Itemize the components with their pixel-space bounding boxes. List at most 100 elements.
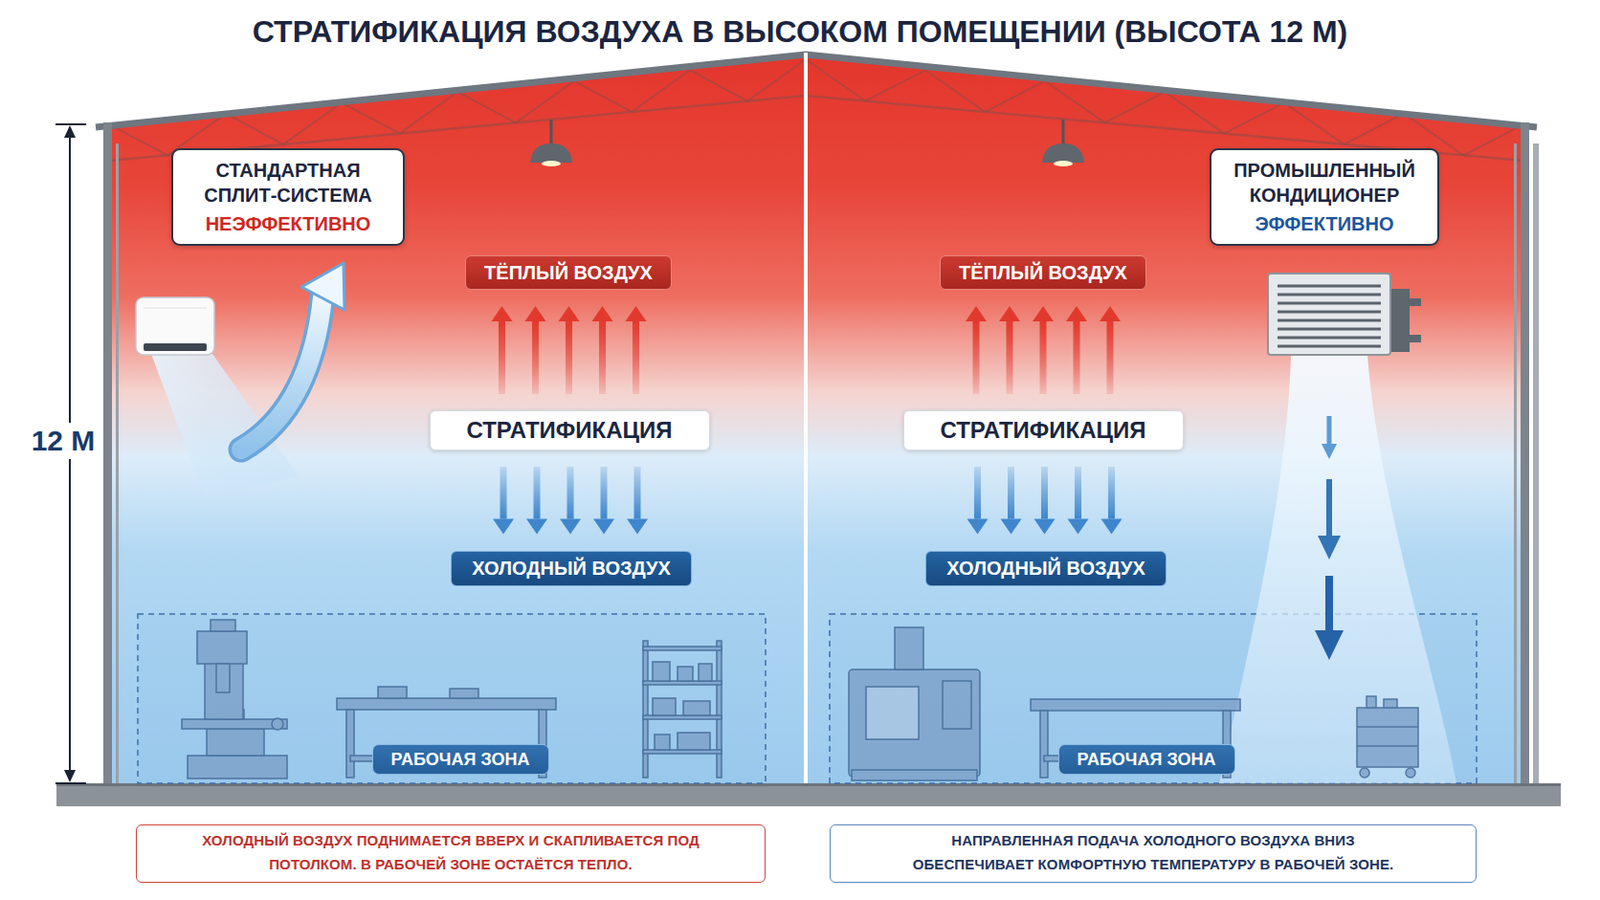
equipment xyxy=(336,698,556,711)
equipment xyxy=(643,646,722,651)
equipment xyxy=(1366,696,1377,709)
arrow-head xyxy=(1000,519,1023,535)
arrow-head xyxy=(965,306,987,322)
industrial-unit xyxy=(1277,319,1381,323)
split-airflow xyxy=(241,297,323,450)
node-label: РАБОЧАЯ ЗОНА xyxy=(391,750,531,771)
equipment xyxy=(197,631,247,665)
note-box: ХОЛОДНЫЙ ВОЗДУХ ПОДНИМАЕТСЯ ВВЕРХ И СКАП… xyxy=(135,824,766,884)
equipment xyxy=(677,666,693,682)
node-label: НАПРАВЛЕННАЯ ПОДАЧА ХОЛОДНОГО ВОЗДУХА ВН… xyxy=(905,829,1401,878)
arrow-shaft xyxy=(1007,466,1015,520)
arrow-shaft xyxy=(1074,466,1082,520)
equipment xyxy=(848,669,980,778)
work-zone-pill: РАБОЧАЯ ЗОНА xyxy=(372,744,550,776)
equipment xyxy=(1359,768,1370,778)
node-label: СТРАТИФИКАЦИЯ xyxy=(466,417,672,445)
equipment xyxy=(683,701,711,716)
equipment xyxy=(449,688,479,699)
arrow-head xyxy=(558,306,580,322)
arrow-shaft xyxy=(973,321,980,395)
equipment xyxy=(894,627,924,670)
node-label: ТЁПЛЫЙ ВОЗДУХ xyxy=(484,262,653,285)
equipment xyxy=(1356,745,1419,748)
node-label: ХОЛОДНЫЙ ВОЗДУХ ПОДНИМАЕТСЯ ВВЕРХ И СКАП… xyxy=(165,829,736,878)
roof-truss xyxy=(95,54,1537,128)
split-unit xyxy=(143,308,207,310)
arrow-shaft xyxy=(974,466,981,520)
arrow-head xyxy=(491,306,513,322)
equipment xyxy=(187,755,288,779)
diagram-title: СТРАТИФИКАЦИЯ ВОЗДУХА В ВЫСОКОМ ПОМЕЩЕНИ… xyxy=(0,14,1600,50)
equipment xyxy=(652,698,676,716)
building-frame xyxy=(1513,143,1517,786)
arrow-head xyxy=(525,306,547,322)
arrow-head xyxy=(593,519,615,535)
airflow-arrows xyxy=(967,466,1123,535)
equipment xyxy=(181,719,288,730)
arrow-shaft xyxy=(600,466,608,520)
building-frame xyxy=(56,783,1561,807)
node-label: ТЁПЛЫЙ ВОЗДУХ xyxy=(958,262,1128,285)
system-callout-box: ПРОМЫШЛЕННЫЙ КОНДИЦИОНЕРЭФФЕКТИВНО xyxy=(1209,148,1440,246)
industrial-airflow xyxy=(1327,416,1333,445)
ceiling-lamp xyxy=(1053,160,1073,167)
arrow-head xyxy=(1099,306,1121,322)
industrial-airflow xyxy=(1326,479,1333,537)
arrow-shaft xyxy=(1006,321,1014,395)
arrow-shaft xyxy=(1041,466,1048,520)
ceiling-lamp xyxy=(541,160,561,167)
ceiling-lamp xyxy=(1062,119,1066,146)
ceiling-lamp xyxy=(530,143,573,163)
building-frame xyxy=(103,122,112,786)
equipment xyxy=(698,664,712,682)
arrow-head xyxy=(592,306,614,322)
equipment xyxy=(1356,708,1419,768)
equipment xyxy=(677,733,711,751)
arrow-head xyxy=(1034,519,1056,535)
dimension-line xyxy=(64,125,76,138)
arrow-head xyxy=(626,519,648,535)
dimension-line xyxy=(64,770,76,783)
warm-air-pill: ТЁПЛЫЙ ВОЗДУХ xyxy=(465,255,672,290)
arrow-shaft xyxy=(500,466,508,520)
building-frame xyxy=(803,52,808,786)
industrial-unit xyxy=(1277,311,1381,314)
arrow-shaft xyxy=(498,321,506,395)
industrial-unit xyxy=(1409,298,1422,307)
building-frame xyxy=(56,52,1561,807)
node-label: РАБОЧАЯ ЗОНА xyxy=(1077,750,1217,771)
building-frame xyxy=(56,783,1561,787)
arrow-shaft xyxy=(599,321,606,395)
node-label: ХОЛОДНЫЙ ВОЗДУХ xyxy=(471,557,671,580)
node-label: ХОЛОДНЫЙ ВОЗДУХ xyxy=(946,557,1146,580)
stratification-box: СТРАТИФИКАЦИЯ xyxy=(429,410,711,451)
building-frame xyxy=(1520,122,1530,786)
split-unit xyxy=(143,343,207,352)
equipment xyxy=(654,734,670,751)
industrial-unit xyxy=(1267,273,1422,356)
arrow-shaft xyxy=(1108,466,1115,520)
industrial-unit xyxy=(1390,288,1410,353)
industrial-unit xyxy=(1277,293,1381,297)
industrial-airflow xyxy=(1219,355,1457,784)
work-zone-outline xyxy=(137,614,766,784)
equipment xyxy=(181,620,1419,781)
equipment xyxy=(1356,726,1419,729)
arrow-head xyxy=(1101,519,1123,535)
arrow-shaft xyxy=(1040,321,1047,395)
arrow-head xyxy=(1032,306,1054,322)
equipment xyxy=(716,641,722,778)
dimension-line xyxy=(55,123,87,126)
dimension-label: 12 М xyxy=(28,422,99,460)
airflow-arrows xyxy=(965,306,1121,395)
split-unit xyxy=(135,297,215,356)
room-background xyxy=(109,56,1524,786)
airflow-arrows xyxy=(492,466,648,535)
ceiling-lamp xyxy=(530,119,1085,167)
note-box: НАПРАВЛЕННАЯ ПОДАЧА ХОЛОДНОГО ВОЗДУХА ВН… xyxy=(829,824,1477,884)
industrial-airflow xyxy=(1321,444,1337,460)
industrial-unit xyxy=(1409,334,1422,343)
